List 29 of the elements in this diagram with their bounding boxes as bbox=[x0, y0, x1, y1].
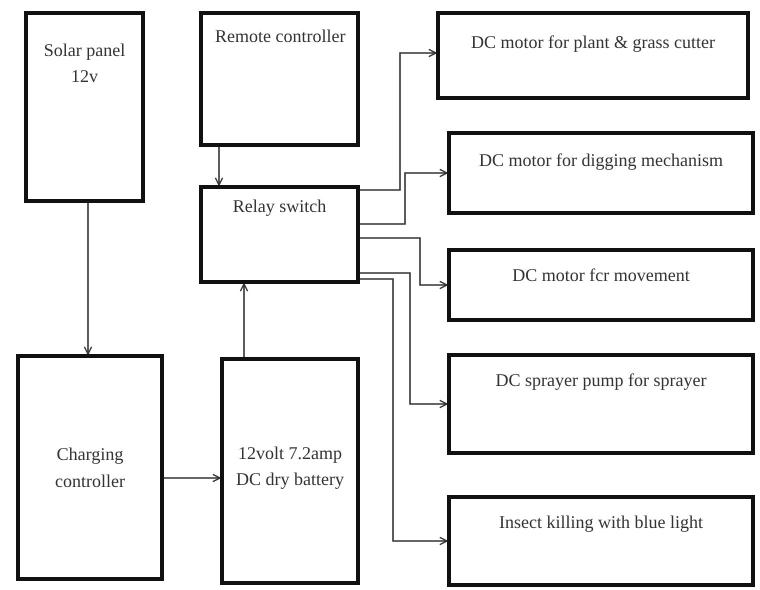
arrow bbox=[84, 203, 92, 355]
block-label: Solar panel 12v bbox=[42, 39, 126, 88]
arrow bbox=[360, 48, 437, 191]
block-label: DC motor for digging mechanism bbox=[479, 149, 723, 172]
block-box bbox=[447, 248, 755, 322]
block-box bbox=[220, 357, 360, 585]
block-box bbox=[447, 131, 755, 215]
block-box bbox=[436, 11, 750, 100]
arrow bbox=[360, 272, 448, 408]
arrow bbox=[360, 278, 448, 546]
arrow bbox=[360, 237, 448, 290]
block-label: Remote controller bbox=[215, 25, 346, 48]
block-box bbox=[24, 11, 145, 203]
block-label: Charging controller bbox=[54, 443, 126, 492]
block-box bbox=[447, 495, 755, 587]
block-box bbox=[199, 11, 360, 147]
arrow bbox=[214, 147, 224, 186]
block-label: Relay switch bbox=[232, 195, 326, 218]
arrow bbox=[360, 168, 448, 225]
block-box bbox=[199, 185, 360, 284]
block-label: DC sprayer pump for sprayer bbox=[496, 369, 706, 392]
arrow bbox=[164, 474, 221, 482]
block-box bbox=[447, 353, 755, 455]
arrow bbox=[240, 283, 248, 357]
block-label: 12volt 7.2amp DC dry battery bbox=[235, 442, 345, 491]
block-label: Insect killing with blue light bbox=[499, 511, 703, 534]
block-label: DC motor fcr movement bbox=[512, 264, 690, 287]
block-box bbox=[16, 354, 164, 581]
block-label: DC motor for plant & grass cutter bbox=[471, 31, 715, 54]
